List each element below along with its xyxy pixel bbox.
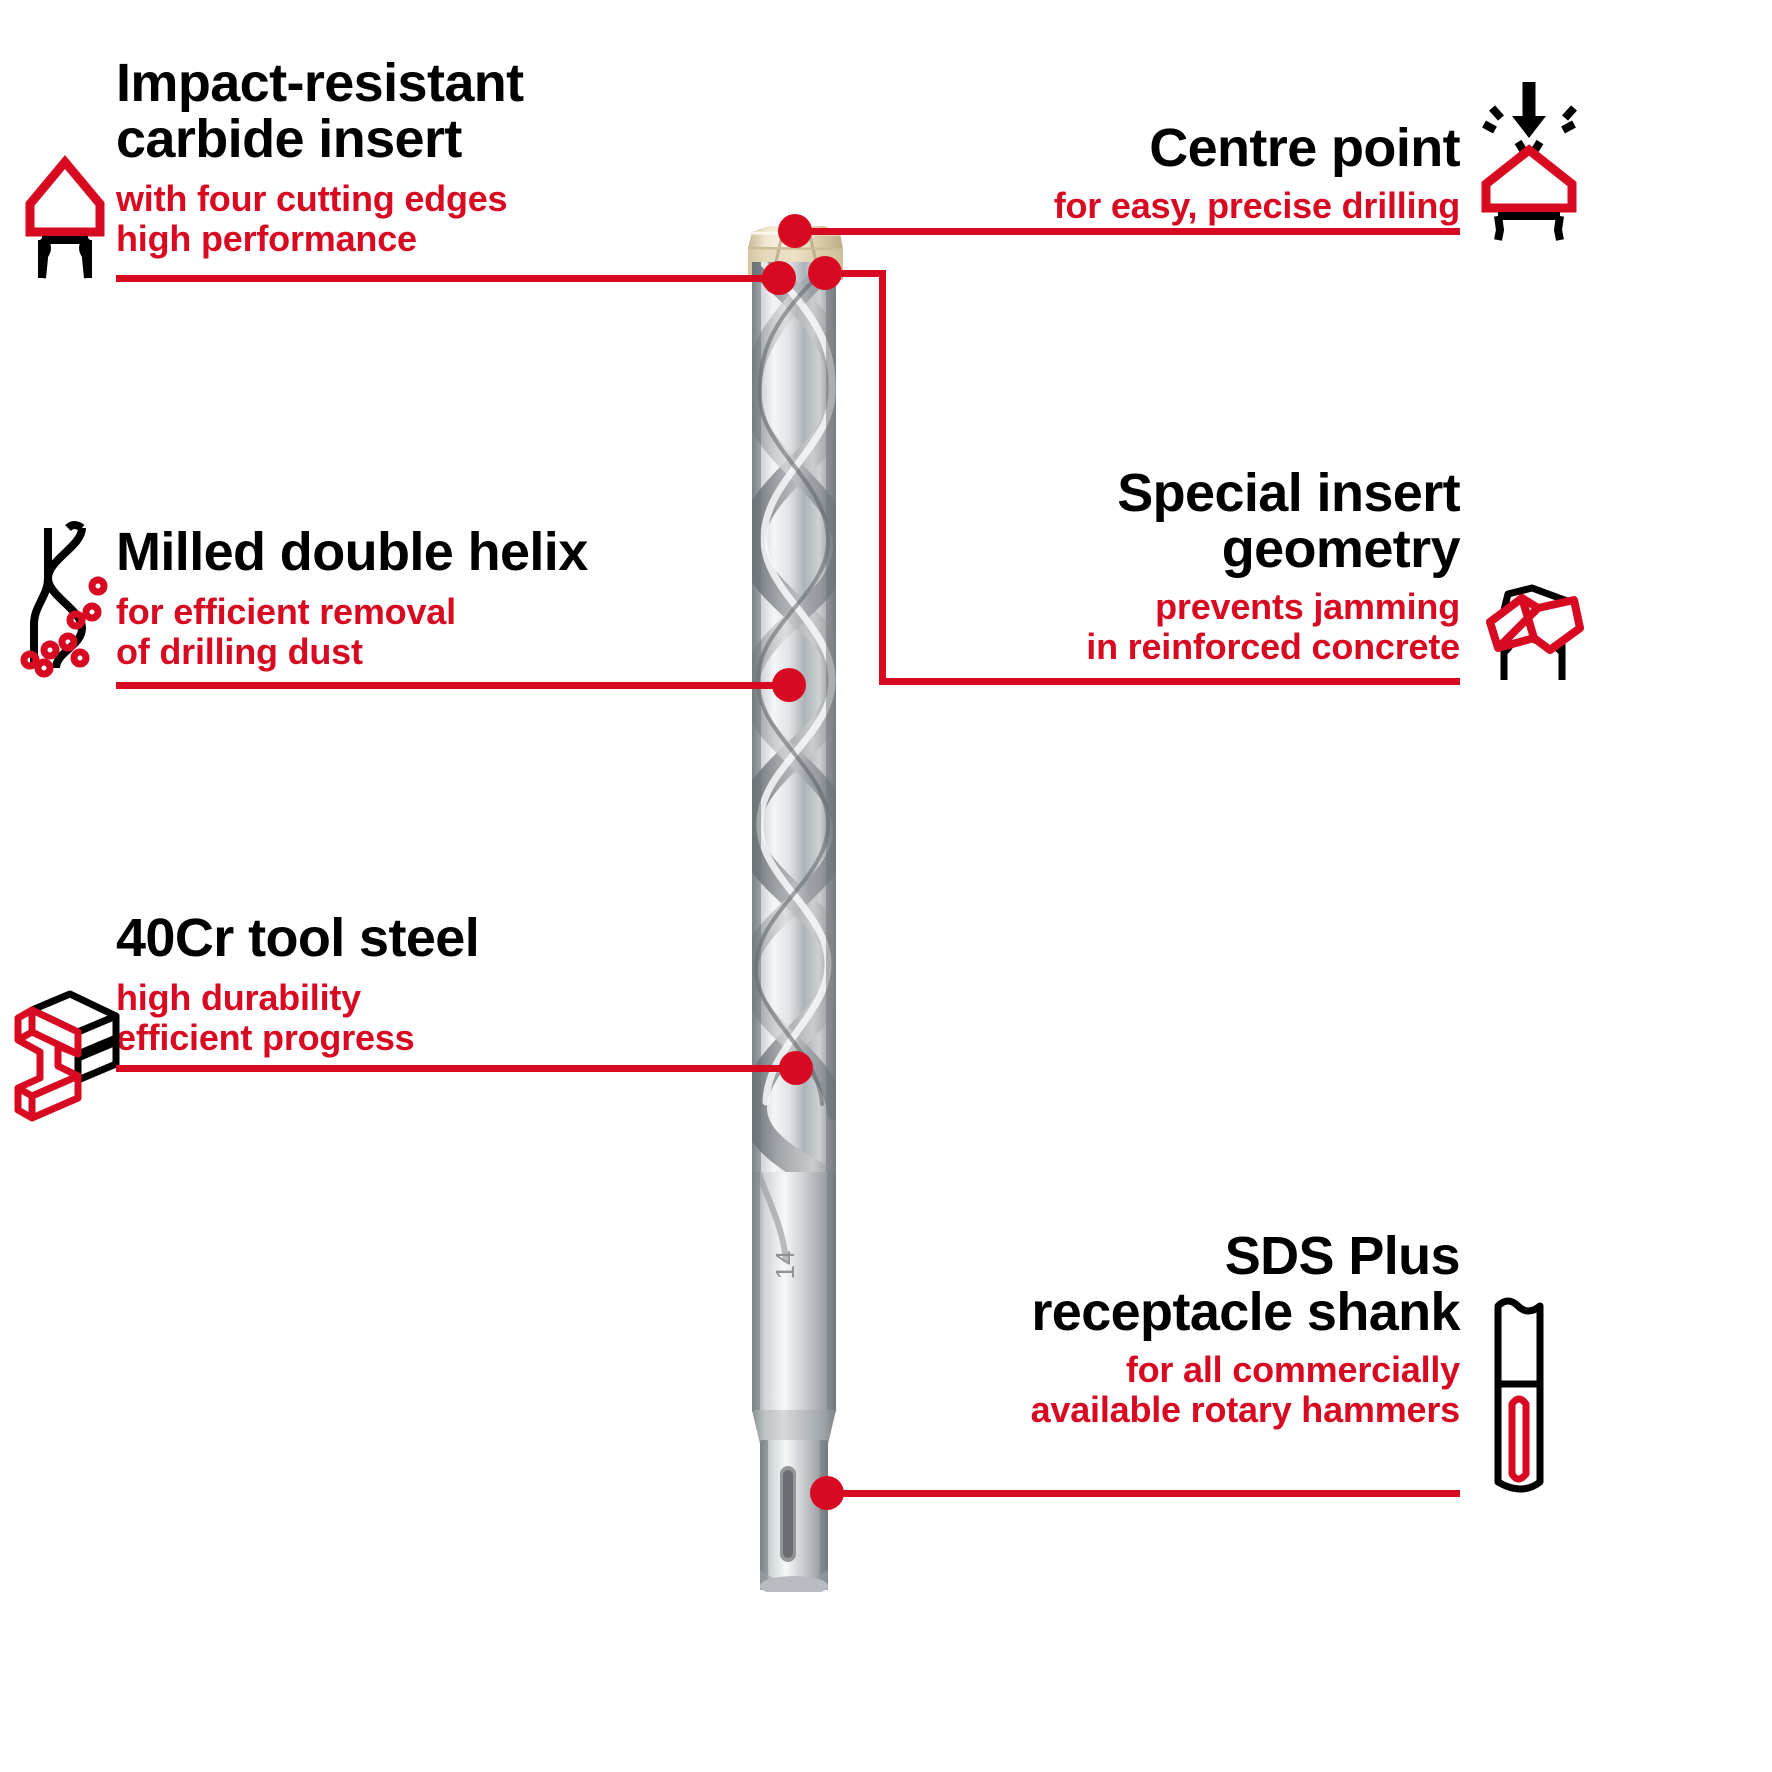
leader-dot-double-helix (772, 668, 806, 702)
leader-line-geometry-vertical (879, 270, 886, 685)
helix-dust-icon (10, 520, 110, 678)
centre-point-icon (1474, 80, 1584, 241)
leader-dot-centre-point (778, 214, 812, 248)
bit-size-marking: 14 (770, 1251, 800, 1280)
drill-bit-illustration: 14 (712, 210, 892, 1596)
callout-subtitle-sds-shank: for all commercially available rotary ha… (1030, 1349, 1461, 1430)
callout-sds-shank: SDS Plus receptacle shank for all commer… (880, 1226, 1461, 1430)
callout-title-centre-point: Centre point (1149, 118, 1460, 178)
leader-dot-sds-shank (810, 1476, 844, 1510)
rule-sds-shank (1040, 1490, 1460, 1497)
sds-plus-shank (760, 1440, 828, 1596)
insert-geometry-icon (1478, 584, 1588, 682)
callout-title-tool-steel: 40Cr tool steel (116, 908, 480, 968)
carbide-tip-icon (22, 140, 108, 280)
callout-insert-geometry: Special insert geometry prevents jamming… (880, 465, 1460, 667)
callout-subtitle-centre-point: for easy, precise drilling (1053, 185, 1460, 227)
rule-carbide-insert (116, 275, 766, 282)
rule-tool-steel (116, 1065, 784, 1072)
sds-shank-icon (1486, 1292, 1562, 1500)
callout-subtitle-double-helix: for efficient removal of drilling dust (116, 591, 456, 672)
callout-title-insert-geometry: Special insert geometry (1117, 463, 1460, 580)
callout-title-carbide-insert: Impact-resistant carbide insert (116, 53, 524, 170)
i-beam-icon (12, 990, 124, 1122)
callout-title-double-helix: Milled double helix (116, 522, 588, 582)
callout-double-helix: Milled double helix for efficient remova… (116, 524, 756, 671)
leader-line-geometry-top (830, 270, 886, 277)
leader-dot-geometry (808, 256, 842, 290)
callout-tool-steel: 40Cr tool steel high durability efficien… (116, 910, 756, 1057)
callout-carbide-insert: Impact-resistant carbide insert with fou… (116, 55, 756, 259)
leader-dot-tool-steel (779, 1051, 813, 1085)
rule-insert-geometry (1060, 678, 1460, 685)
callout-subtitle-insert-geometry: prevents jamming in reinforced concrete (1086, 586, 1460, 667)
callout-title-sds-shank: SDS Plus receptacle shank (1031, 1226, 1460, 1343)
rule-double-helix (116, 682, 776, 689)
callout-centre-point: Centre point for easy, precise drilling (860, 118, 1461, 227)
callout-subtitle-carbide-insert: with four cutting edges high performance (116, 178, 508, 259)
leader-dot-carbide-insert (762, 261, 796, 295)
rule-centre-point (1040, 228, 1460, 235)
callout-subtitle-tool-steel: high durability efficient progress (116, 977, 415, 1058)
